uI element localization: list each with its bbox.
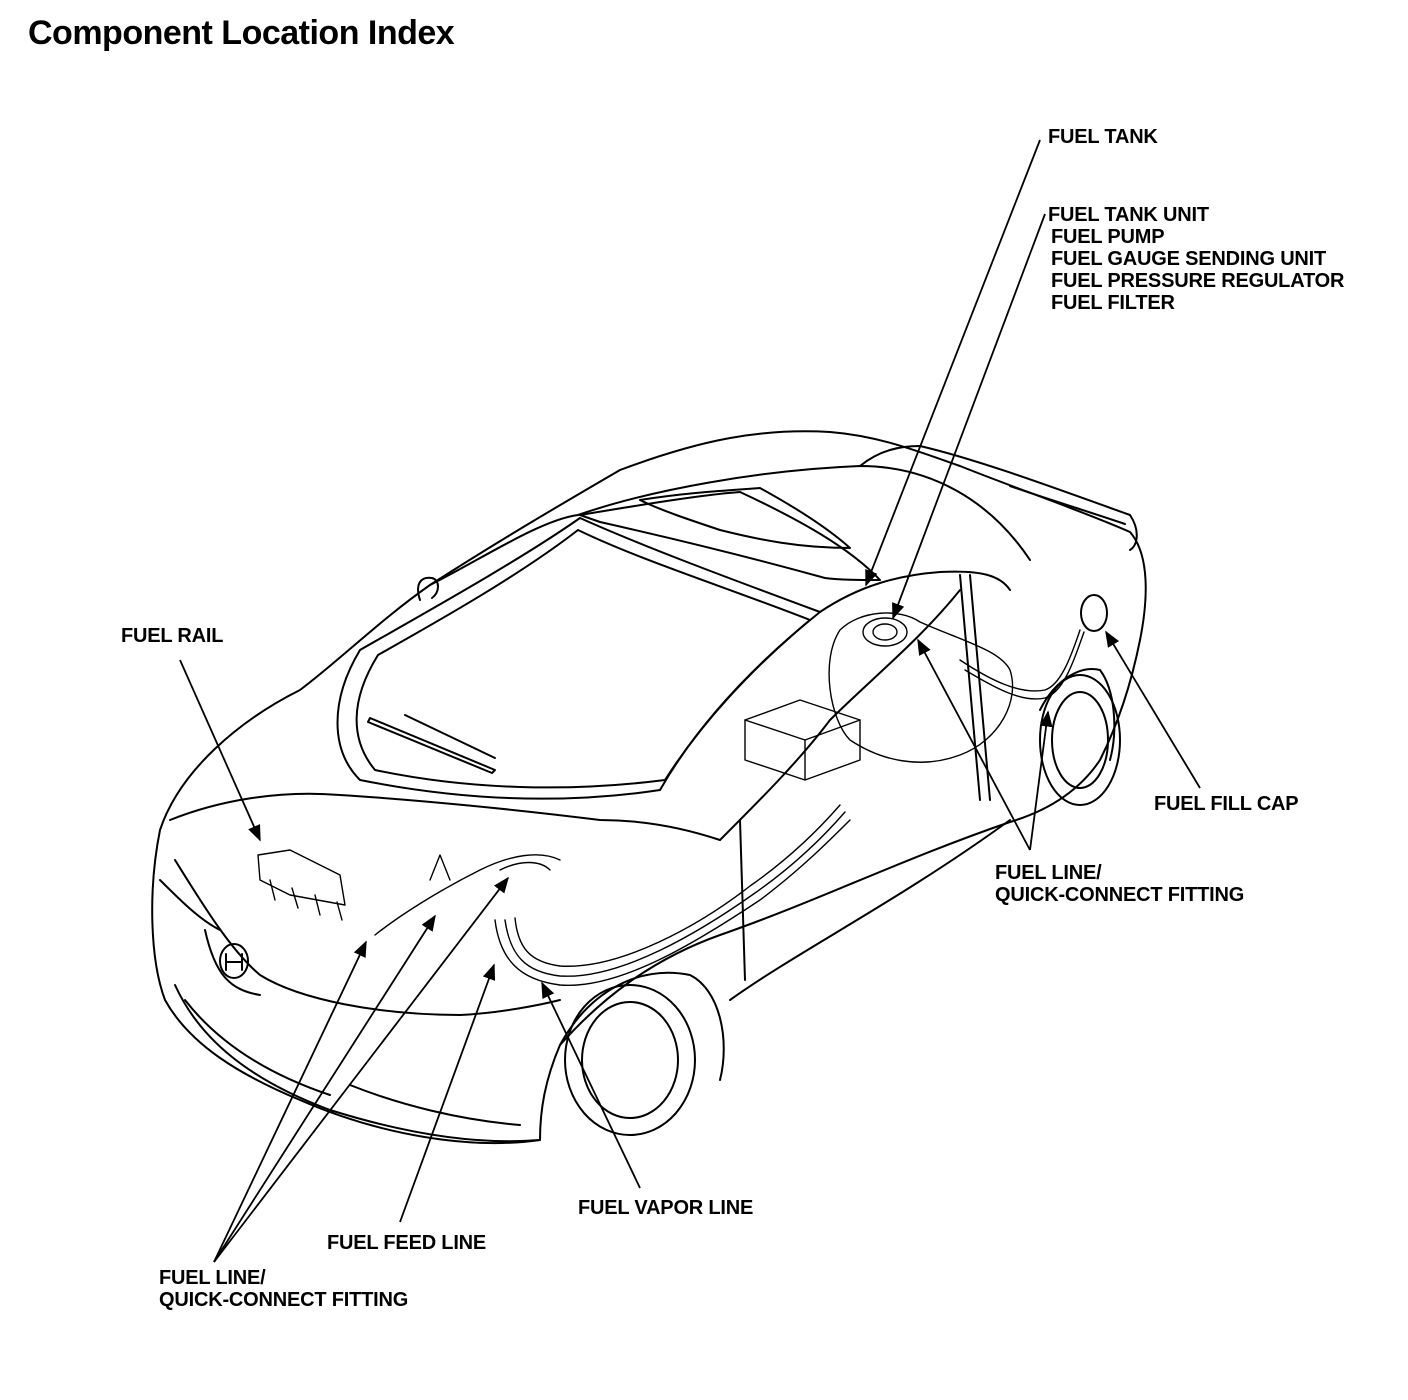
leader-fuel-fill-cap bbox=[1105, 630, 1201, 789]
leader-fuel-line-front-c bbox=[213, 876, 509, 1263]
fuel-line-front-line1: FUEL LINE/ bbox=[159, 1267, 266, 1289]
fuel-tank-unit-heading: FUEL TANK UNIT bbox=[1048, 204, 1209, 226]
fuel-system-parts bbox=[257, 612, 1085, 987]
leader-fuel-feed-line bbox=[399, 963, 496, 1223]
leader-fuel-tank bbox=[865, 139, 1041, 587]
fuel-tank-unit-item: FUEL PRESSURE REGULATOR bbox=[1051, 270, 1345, 292]
leader-fuel-line-front-b bbox=[213, 914, 436, 1263]
label-fuel-feed-line: FUEL FEED LINE bbox=[327, 1232, 487, 1254]
leader-fuel-line-front-a bbox=[213, 940, 367, 1263]
fuel-tank-unit-item: FUEL PUMP bbox=[1051, 226, 1165, 248]
label-fuel-line-front: FUEL LINE/ QUICK-CONNECT FITTING bbox=[159, 1267, 408, 1311]
fuel-tank-unit-item: FUEL GAUGE SENDING UNIT bbox=[1051, 248, 1327, 270]
leader-lines bbox=[179, 139, 1201, 1263]
label-fuel-vapor-line: FUEL VAPOR LINE bbox=[578, 1197, 754, 1219]
leader-fuel-vapor-line bbox=[541, 981, 641, 1189]
label-fuel-fill-cap: FUEL FILL CAP bbox=[1154, 793, 1299, 815]
label-fuel-tank: FUEL TANK bbox=[1048, 126, 1158, 148]
label-fuel-tank-unit: FUEL TANK UNIT FUEL PUMP FUEL GAUGE SEND… bbox=[1048, 204, 1344, 314]
fuel-tank-unit-item: FUEL FILTER bbox=[1051, 292, 1175, 314]
fuel-line-rear-line2: QUICK-CONNECT FITTING bbox=[995, 884, 1245, 906]
fuel-line-rear-line1: FUEL LINE/ bbox=[995, 862, 1102, 884]
label-fuel-line-rear: FUEL LINE/ QUICK-CONNECT FITTING bbox=[995, 862, 1244, 906]
leader-fuel-rail bbox=[179, 659, 261, 842]
leader-fuel-tank-unit bbox=[892, 213, 1046, 620]
page-title: Component Location Index bbox=[28, 14, 455, 52]
leader-fuel-line-rear-a bbox=[917, 638, 1031, 851]
label-fuel-rail: FUEL RAIL bbox=[121, 625, 224, 647]
fuel-line-front-line2: QUICK-CONNECT FITTING bbox=[159, 1289, 409, 1311]
leader-fuel-line-rear-b bbox=[1029, 710, 1053, 851]
car-body-outline bbox=[151, 430, 1147, 1145]
